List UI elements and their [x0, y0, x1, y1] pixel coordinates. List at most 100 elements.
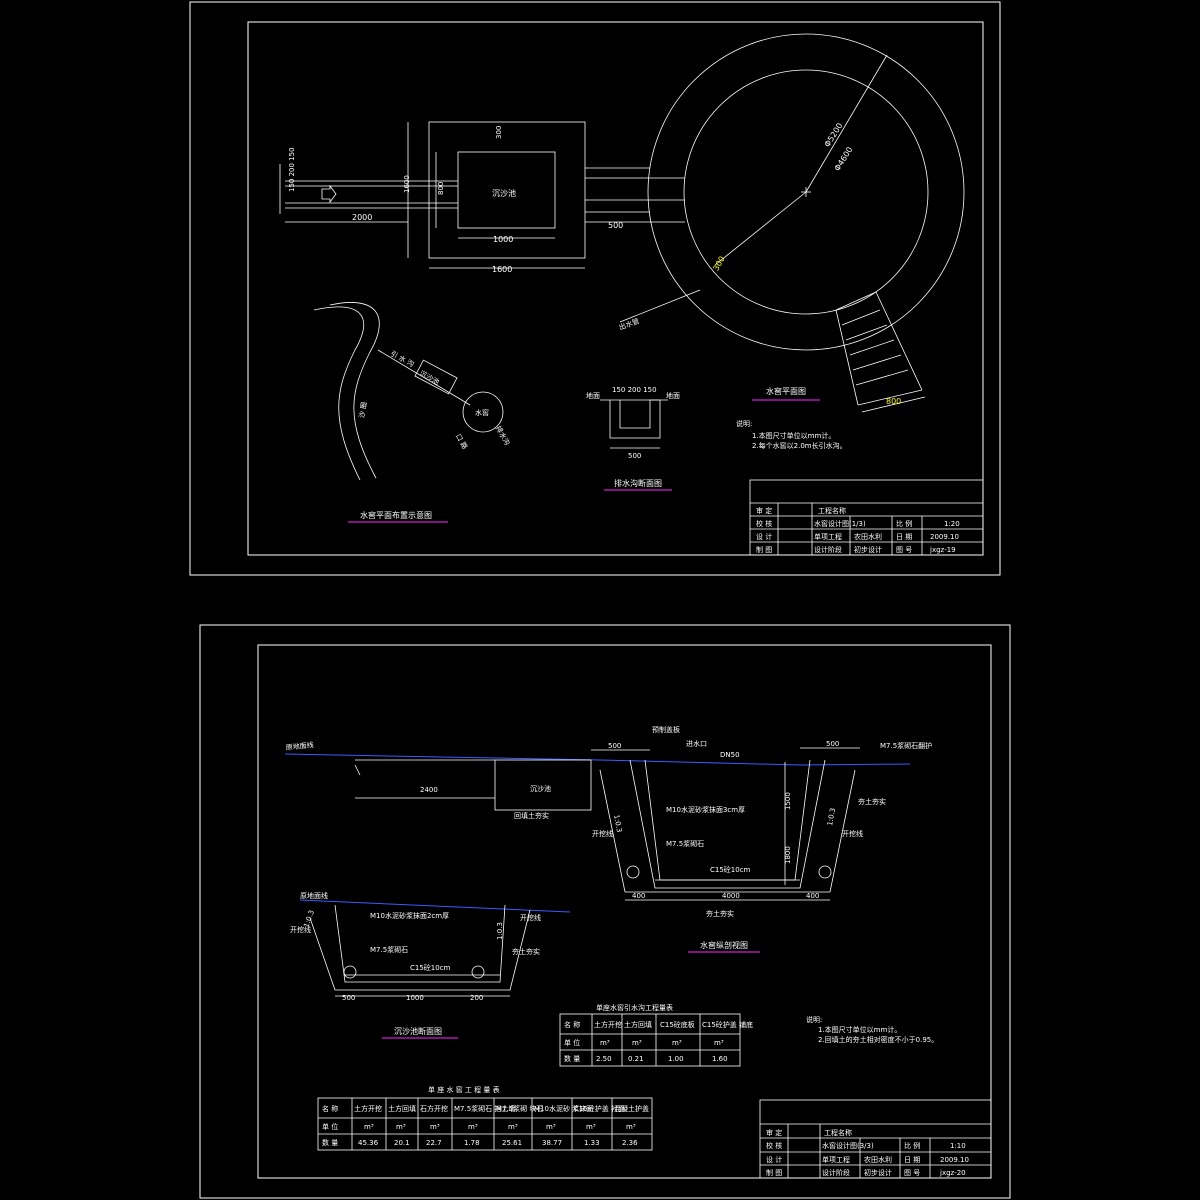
cellar-u2: m³ — [396, 1123, 406, 1131]
canal-v1: 2.50 — [596, 1055, 612, 1063]
tb1-r2c2: 单项工程 — [814, 532, 842, 541]
section-sand-basin — [494, 759, 592, 811]
section-base-layer: C15砼10cm — [710, 865, 751, 874]
sheet-1-title-block: 审 定 工程名称 校 核 水窖设计图(1/3) 比 例 1:20 设 计 单项工… — [749, 479, 984, 556]
canal-u3: m³ — [672, 1039, 682, 1047]
section-dim-400-left: 400 — [632, 892, 645, 900]
schematic-left-label: 沙 圈 — [358, 401, 369, 418]
cellar-plan-title: 水窖平面图 — [766, 386, 806, 396]
cellar-h8: 混凝土护盖 — [614, 1104, 649, 1113]
section-dim-4000: 4000 — [722, 892, 740, 900]
flow-arrow-icon — [321, 184, 337, 204]
basin-layer-1: M10水泥砂浆抹面2cm厚 — [370, 911, 449, 920]
canal-u0: 单 位 — [564, 1038, 580, 1047]
tb1-r1c3: 比 例 — [896, 519, 912, 528]
tb1-r0c2: 工程名称 — [818, 506, 846, 515]
section-right-fill: 夯土夯实 — [858, 797, 886, 806]
basin-excavation-left: 开挖线 — [290, 925, 311, 934]
canal-u2: m³ — [632, 1039, 642, 1047]
basin-layer-2: M7.5浆砌石 — [370, 945, 408, 954]
tb2-r1c3: 比 例 — [904, 1141, 920, 1150]
basin-ground-line — [299, 899, 571, 913]
section-dim-1800: 1800 — [784, 846, 792, 864]
tb2-r1c4: 1:10 — [950, 1142, 966, 1150]
tb2-r1c0: 校 核 — [766, 1141, 782, 1150]
section-excavation-left: 开挖线 — [592, 829, 613, 838]
inlet-canal-plan: 150 200 150 2000 — [279, 147, 458, 223]
tb1-r3c4: 图 号 — [896, 546, 912, 554]
tb1-r2c4: 日 期 — [896, 533, 912, 541]
cellar-h2: 土方回填 — [388, 1104, 416, 1113]
tb2-r3c2: 设计阶段 — [822, 1168, 850, 1177]
cellar-u6: m³ — [546, 1123, 556, 1131]
schematic-channel-label: 排水沟 — [494, 424, 512, 447]
rubble-icon — [343, 965, 357, 979]
section-wall-layer-2: M7.5浆砌石 — [666, 839, 704, 848]
cellar-u1: m³ — [364, 1123, 374, 1131]
note-item-2: 2.每个水窖以2.0m长引水沟。 — [752, 441, 847, 450]
cellar-v0: 数 量 — [322, 1138, 338, 1147]
basin-slope-right: 1:0.3 — [496, 922, 504, 940]
sheet-2-notes: 说明: 1.本图尺寸单位以mm计。 2.回填土的夯土相对密度不小于0.95。 — [806, 1015, 938, 1044]
schematic-cellar-label: 水窖 — [475, 408, 489, 417]
section-slope-right: 1:0.3 — [826, 807, 837, 826]
tb1-r3c0: 制 图 — [756, 545, 772, 554]
tb2-r3c5: jxgz-20 — [939, 1169, 966, 1177]
dim-500-label: 500 — [608, 221, 623, 230]
cellar-v3: 22.7 — [426, 1139, 442, 1147]
cellar-stairs: 800 — [835, 291, 926, 413]
cellar-h0: 名 称 — [322, 1104, 338, 1113]
note2-item-1: 1.本图尺寸单位以mm计。 — [818, 1025, 901, 1034]
canal-quantity-table: 单座水窖引水沟工程量表 名 称 土方开挖 土方回填 C15砼底板 C15砼护盖 … — [559, 1003, 753, 1067]
cellar-h1: 土方开挖 — [354, 1104, 382, 1113]
cellar-inner-circle — [683, 69, 929, 315]
section-dim-2400: 2400 — [420, 786, 438, 794]
tb2-r2c3: 农田水利 — [864, 1155, 892, 1164]
notes2-heading: 说明: — [806, 1015, 822, 1024]
cellar-v2: 20.1 — [394, 1139, 410, 1147]
canal-v2: 0.21 — [628, 1055, 644, 1063]
sheet-1-notes: 说明: 1.本图尺寸单位以mm计。 2.每个水窖以2.0m长引水沟。 — [736, 419, 847, 450]
cellar-u4: m³ — [468, 1123, 478, 1131]
basin-excavation-right: 开挖线 — [520, 913, 541, 922]
basin-dim-1000: 1000 — [406, 994, 424, 1002]
rubble-icon — [818, 865, 832, 879]
tb1-r2c5: 2009.10 — [930, 533, 959, 541]
tb2-r3c0: 制 图 — [766, 1168, 782, 1177]
cellar-v5: 25.61 — [502, 1139, 522, 1147]
sand-basin-plan: 沉沙池 1600 800 1000 1600 300 500 — [403, 121, 685, 274]
dim-300-label: 300 — [495, 126, 503, 139]
ditch-section: 地面 地面 150 200 150 500 — [586, 386, 680, 460]
dim-2000-label: 2000 — [352, 213, 372, 222]
basin-layer-3: C15砼10cm — [410, 963, 451, 972]
section-wall-layer-1: M10水泥砂浆抹面3cm厚 — [666, 805, 745, 814]
tb1-r0c0: 审 定 — [756, 506, 772, 515]
basin-dim-500: 500 — [342, 994, 355, 1002]
canal-table-title: 单座水窖引水沟工程量表 — [596, 1003, 673, 1012]
rubble-icon — [626, 865, 640, 879]
basin-fill-label: 夯土夯实 — [512, 947, 540, 956]
sheet-2-inner-border — [257, 644, 992, 1179]
cellar-table-title: 单 座 水 窖 工 程 量 表 — [428, 1085, 500, 1094]
tb1-r2c3: 农田水利 — [854, 532, 882, 541]
cellar-v1: 45.36 — [358, 1139, 379, 1147]
ditch-bottom-dim: 500 — [628, 452, 641, 460]
tb2-r1c2: 水窖设计图(3/3) — [822, 1141, 874, 1150]
cellar-v8: 2.36 — [622, 1139, 638, 1147]
section-slab-label: 预制盖板 — [652, 725, 680, 734]
sheet-2-title-block: 审 定 工程名称 校 核 水窖设计图(3/3) 比 例 1:10 设 计 单项工… — [759, 1099, 992, 1179]
cellar-u3: m³ — [430, 1123, 440, 1131]
section-inlet-label: 进水口 — [686, 739, 707, 748]
canal-v3: 1.00 — [668, 1055, 684, 1063]
ground-line-label: 原地面线 — [285, 740, 314, 752]
tb2-r2c5: 2009.10 — [940, 1156, 969, 1164]
cellar-h5: M7.5浆砌 块石 — [496, 1104, 543, 1113]
section-slope-left: 1:0.3 — [612, 814, 623, 833]
ditch-right-ground: 地面 — [666, 391, 680, 400]
cellar-u8: m³ — [626, 1123, 636, 1131]
layout-plan-title: 水窖平面布置示意图 — [360, 510, 432, 520]
note-item-1: 1.本图尺寸单位以mm计。 — [752, 431, 835, 440]
basin-dim-200: 200 — [470, 994, 483, 1002]
canal-h0: 名 称 — [564, 1020, 580, 1029]
section-basin-label: 沉沙池 — [530, 784, 551, 793]
